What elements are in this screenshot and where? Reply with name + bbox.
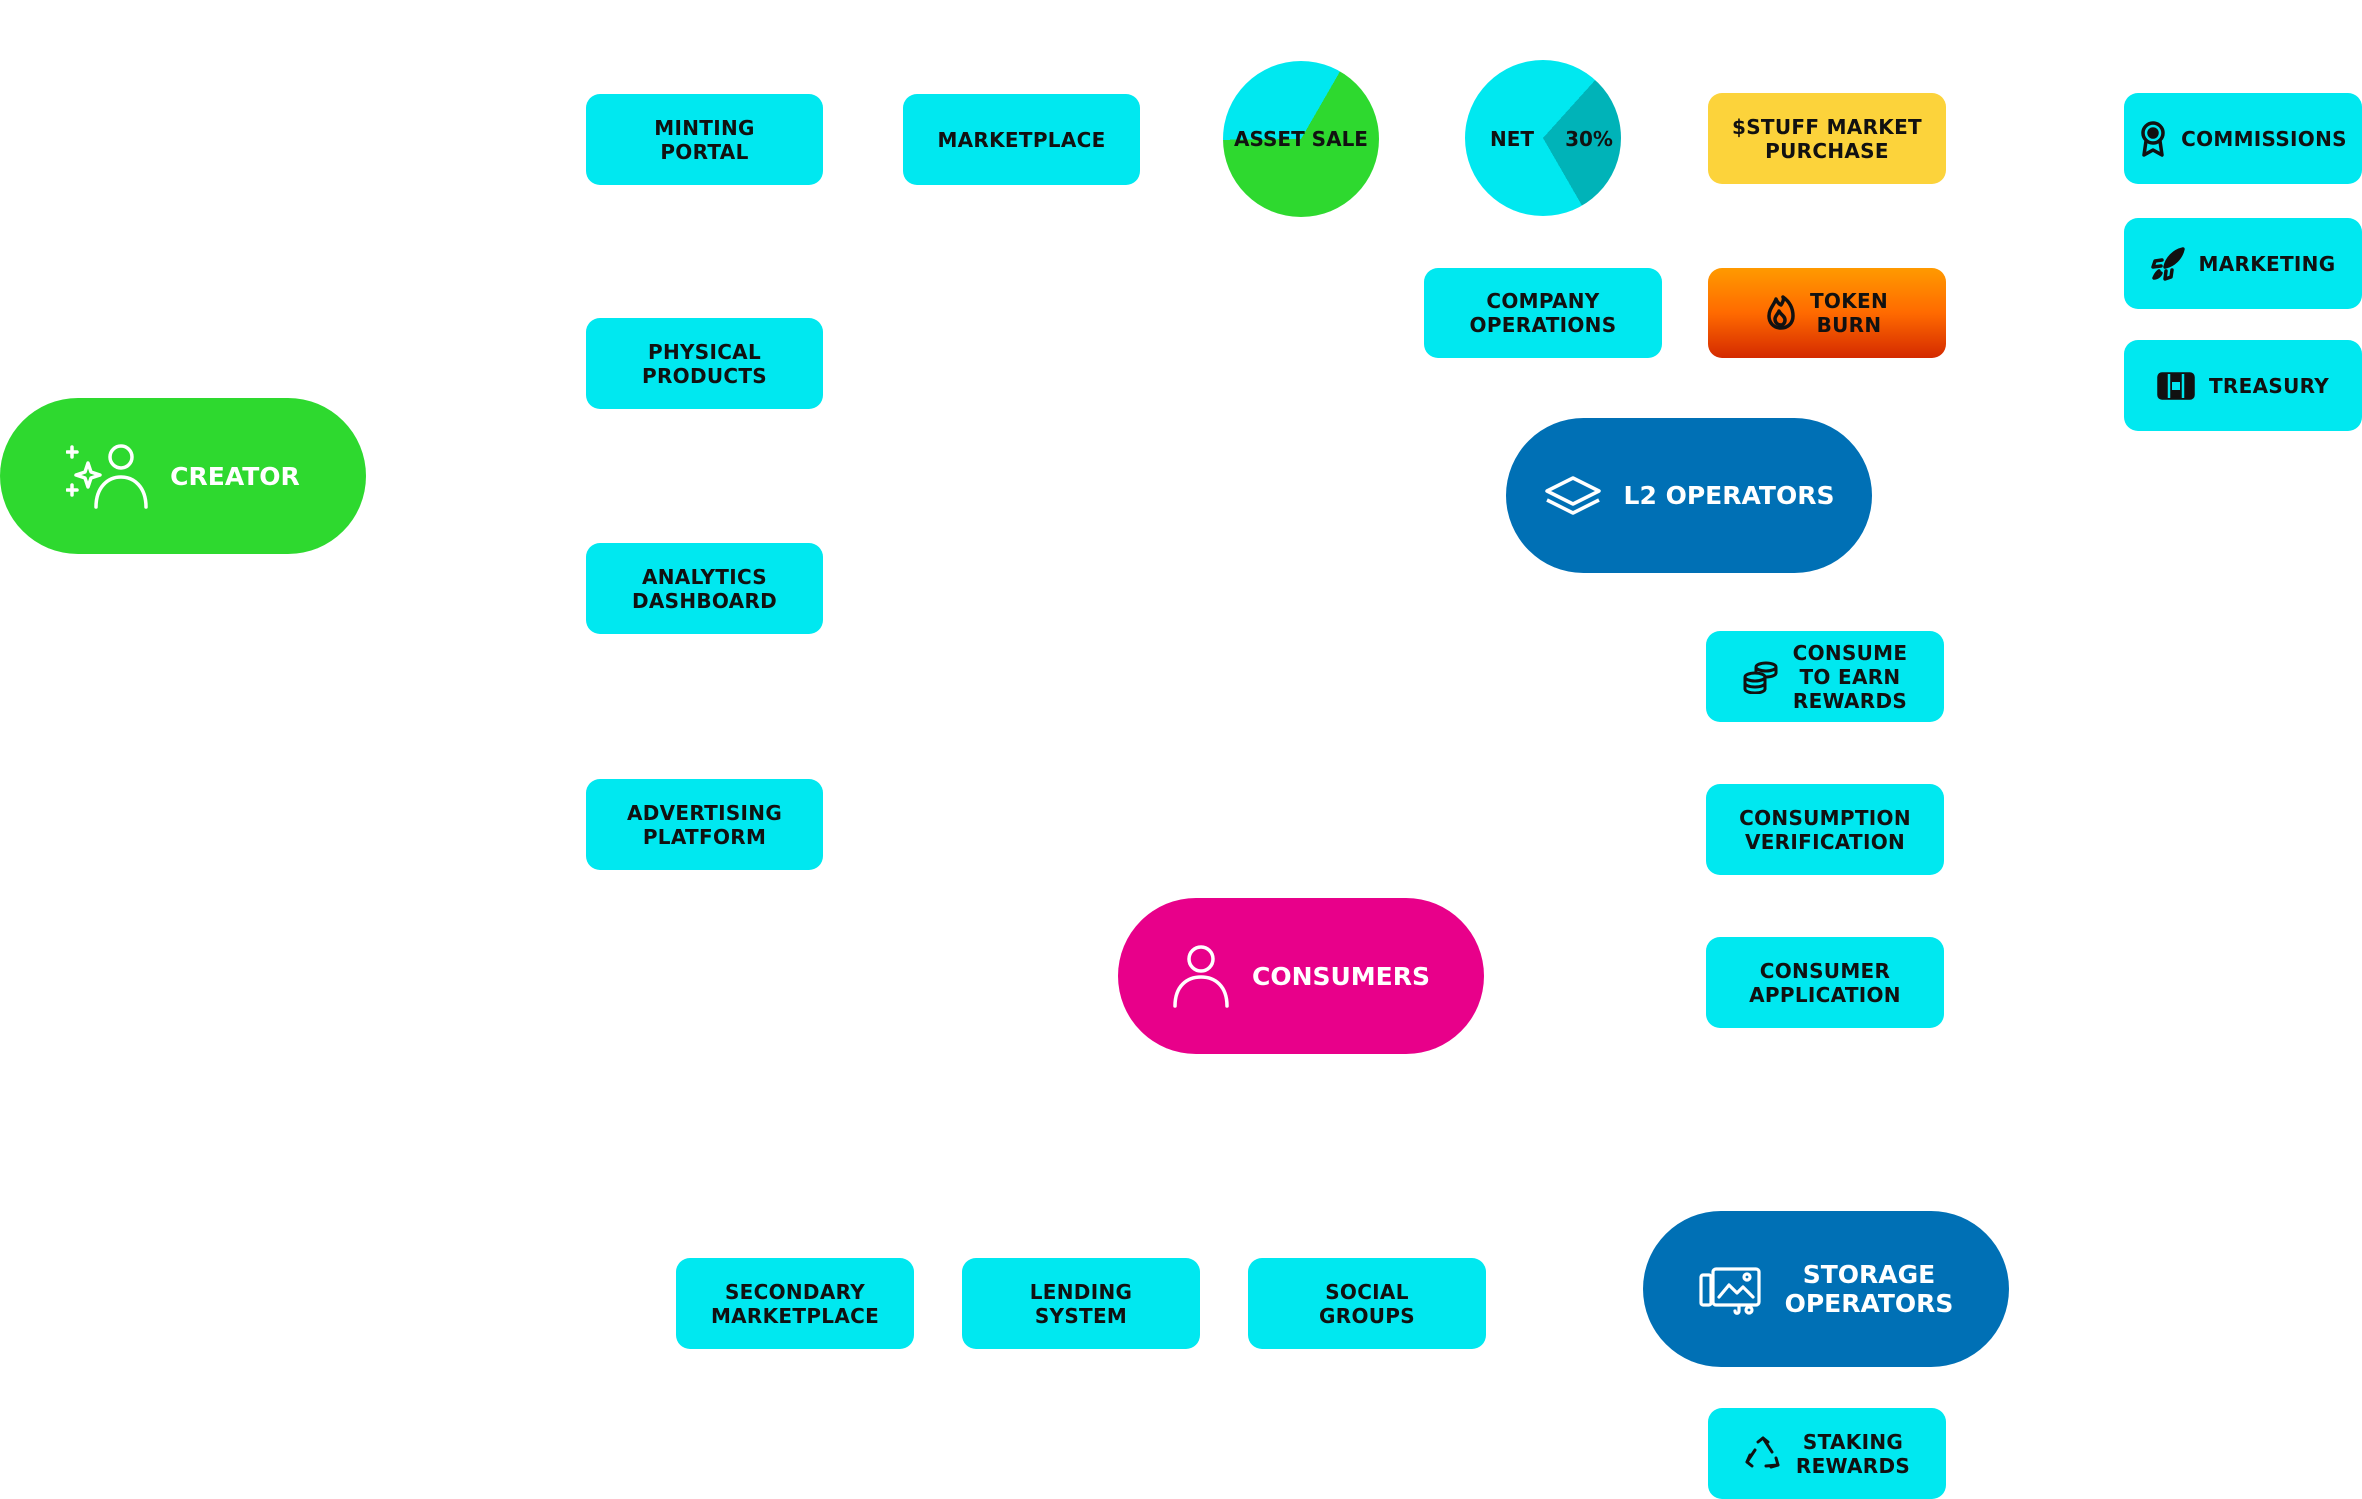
asset-sale-label: ASSET SALE: [1234, 127, 1368, 151]
consumption-verification-box: CONSUMPTION VERIFICATION: [1706, 784, 1944, 875]
marketing-box: MARKETING: [2124, 218, 2362, 309]
analytics-dashboard-box: ANALYTICS DASHBOARD: [586, 543, 823, 634]
treasure-chest-icon: [2157, 371, 2195, 401]
consume-to-earn-label: CONSUME TO EARN REWARDS: [1792, 640, 1908, 713]
staking-rewards-box: STAKING REWARDS: [1708, 1408, 1946, 1499]
consumer-application-box: CONSUMER APPLICATION: [1706, 937, 1944, 1028]
creator-node: CREATOR: [0, 398, 366, 554]
secondary-marketplace-box: SECONDARY MARKETPLACE: [676, 1258, 914, 1349]
minting-portal-label: MINTING PORTAL: [654, 115, 755, 164]
storage-operators-label: STORAGE OPERATORS: [1784, 1260, 1954, 1318]
consumer-application-label: CONSUMER APPLICATION: [1749, 958, 1901, 1007]
l2-operators-node: L2 OPERATORS: [1506, 418, 1872, 573]
award-ribbon-icon: [2139, 120, 2167, 157]
analytics-dashboard-label: ANALYTICS DASHBOARD: [631, 564, 778, 613]
commissions-box: COMMISSIONS: [2124, 93, 2362, 184]
net-label: NET: [1489, 127, 1535, 151]
layers-icon: [1544, 475, 1602, 517]
consume-to-earn-box: CONSUME TO EARN REWARDS: [1706, 631, 1944, 722]
coin-stack-icon: [1743, 660, 1779, 694]
company-operations-box: COMPANY OPERATIONS: [1424, 268, 1662, 358]
treasury-box: TREASURY: [2124, 340, 2362, 431]
creator-label: CREATOR: [170, 461, 300, 491]
media-gallery-icon: [1698, 1263, 1763, 1315]
net-share-label: 30%: [1565, 127, 1613, 151]
net-pie: [1465, 60, 1621, 216]
flame-icon: [1766, 295, 1796, 331]
token-burn-label: TOKEN BURN: [1809, 289, 1889, 337]
marketplace-label: MARKETPLACE: [937, 127, 1106, 152]
rocket-icon: [2150, 246, 2185, 281]
minting-portal-box: MINTING PORTAL: [586, 94, 823, 185]
marketing-label: MARKETING: [2198, 251, 2336, 276]
treasury-label: TREASURY: [2208, 373, 2330, 398]
lending-system-box: LENDING SYSTEM: [962, 1258, 1200, 1349]
recycle-icon: [1744, 1436, 1782, 1472]
consumption-verification-label: CONSUMPTION VERIFICATION: [1739, 805, 1911, 854]
social-groups-label: SOCIAL GROUPS: [1319, 1279, 1415, 1328]
advertising-platform-box: ADVERTISING PLATFORM: [586, 779, 823, 870]
stuff-market-purchase-label: $STUFF MARKET PURCHASE: [1732, 114, 1922, 163]
token-burn-box: TOKEN BURN: [1708, 268, 1946, 358]
commissions-label: COMMISSIONS: [2181, 126, 2347, 151]
creator-sparkle-user-icon: [66, 443, 148, 509]
physical-products-label: PHYSICAL PRODUCTS: [641, 339, 768, 388]
consumers-node: CONSUMERS: [1118, 898, 1484, 1054]
stuff-market-purchase-box: $STUFF MARKET PURCHASE: [1708, 93, 1946, 184]
consumers-label: CONSUMERS: [1251, 961, 1431, 991]
social-groups-box: SOCIAL GROUPS: [1248, 1258, 1486, 1349]
l2-operators-label: L2 OPERATORS: [1623, 481, 1835, 510]
storage-operators-node: STORAGE OPERATORS: [1643, 1211, 2009, 1367]
user-icon: [1172, 944, 1230, 1008]
advertising-platform-label: ADVERTISING PLATFORM: [626, 800, 783, 849]
secondary-marketplace-label: SECONDARY MARKETPLACE: [710, 1279, 880, 1328]
marketplace-box: MARKETPLACE: [903, 94, 1140, 185]
lending-system-label: LENDING SYSTEM: [1029, 1279, 1133, 1328]
company-operations-label: COMPANY OPERATIONS: [1469, 289, 1617, 337]
physical-products-box: PHYSICAL PRODUCTS: [586, 318, 823, 409]
staking-rewards-label: STAKING REWARDS: [1795, 1429, 1911, 1478]
asset-sale-pie: [1223, 61, 1379, 217]
